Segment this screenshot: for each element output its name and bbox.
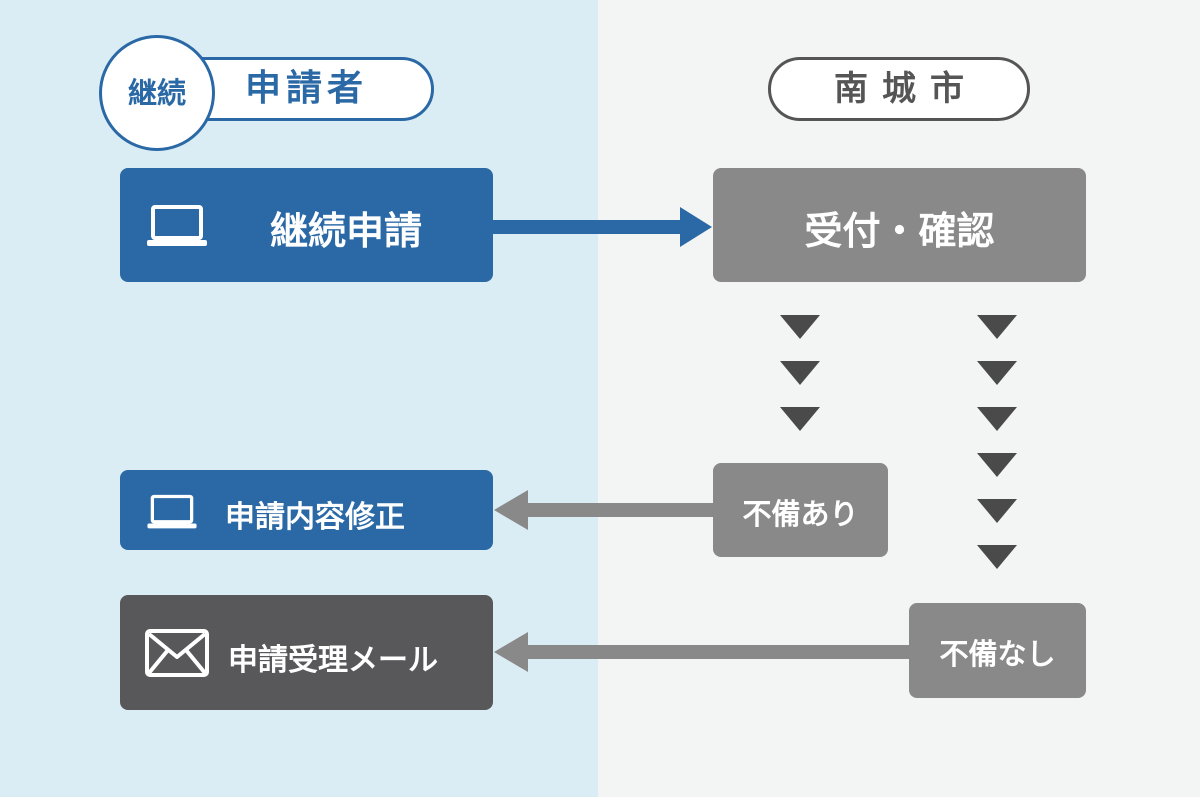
no-deficiency-step: 不備なし: [909, 603, 1086, 698]
apply-step: 継続申請: [120, 168, 493, 282]
applicant-label: 申請者: [245, 68, 369, 109]
receive-label: 受付・確認: [804, 209, 995, 253]
correction-label: 申請内容修正: [225, 500, 405, 535]
mail-step: 申請受理メール: [120, 595, 493, 710]
down-triangles-ok: [977, 315, 1017, 569]
deficient-step: 不備あり: [713, 463, 888, 557]
deficient-label: 不備あり: [742, 497, 859, 531]
mail-icon: [145, 629, 209, 677]
city-header: 南城市: [768, 57, 1030, 121]
arrow-deficient-to-correction: [494, 490, 714, 530]
mail-label: 申請受理メール: [228, 643, 438, 678]
city-panel: [598, 0, 1200, 797]
laptop-icon: [147, 494, 197, 529]
correction-step: 申請内容修正: [120, 470, 493, 550]
apply-label: 継続申請: [270, 209, 423, 253]
no-deficiency-label: 不備なし: [939, 637, 1056, 671]
receive-step: 受付・確認: [713, 168, 1086, 282]
down-triangles-deficient: [780, 315, 820, 431]
arrow-ok-to-mail: [494, 632, 910, 672]
arrow-apply-to-receive: [492, 207, 712, 247]
continuation-badge: 継続: [99, 35, 215, 151]
laptop-icon: [147, 205, 207, 246]
